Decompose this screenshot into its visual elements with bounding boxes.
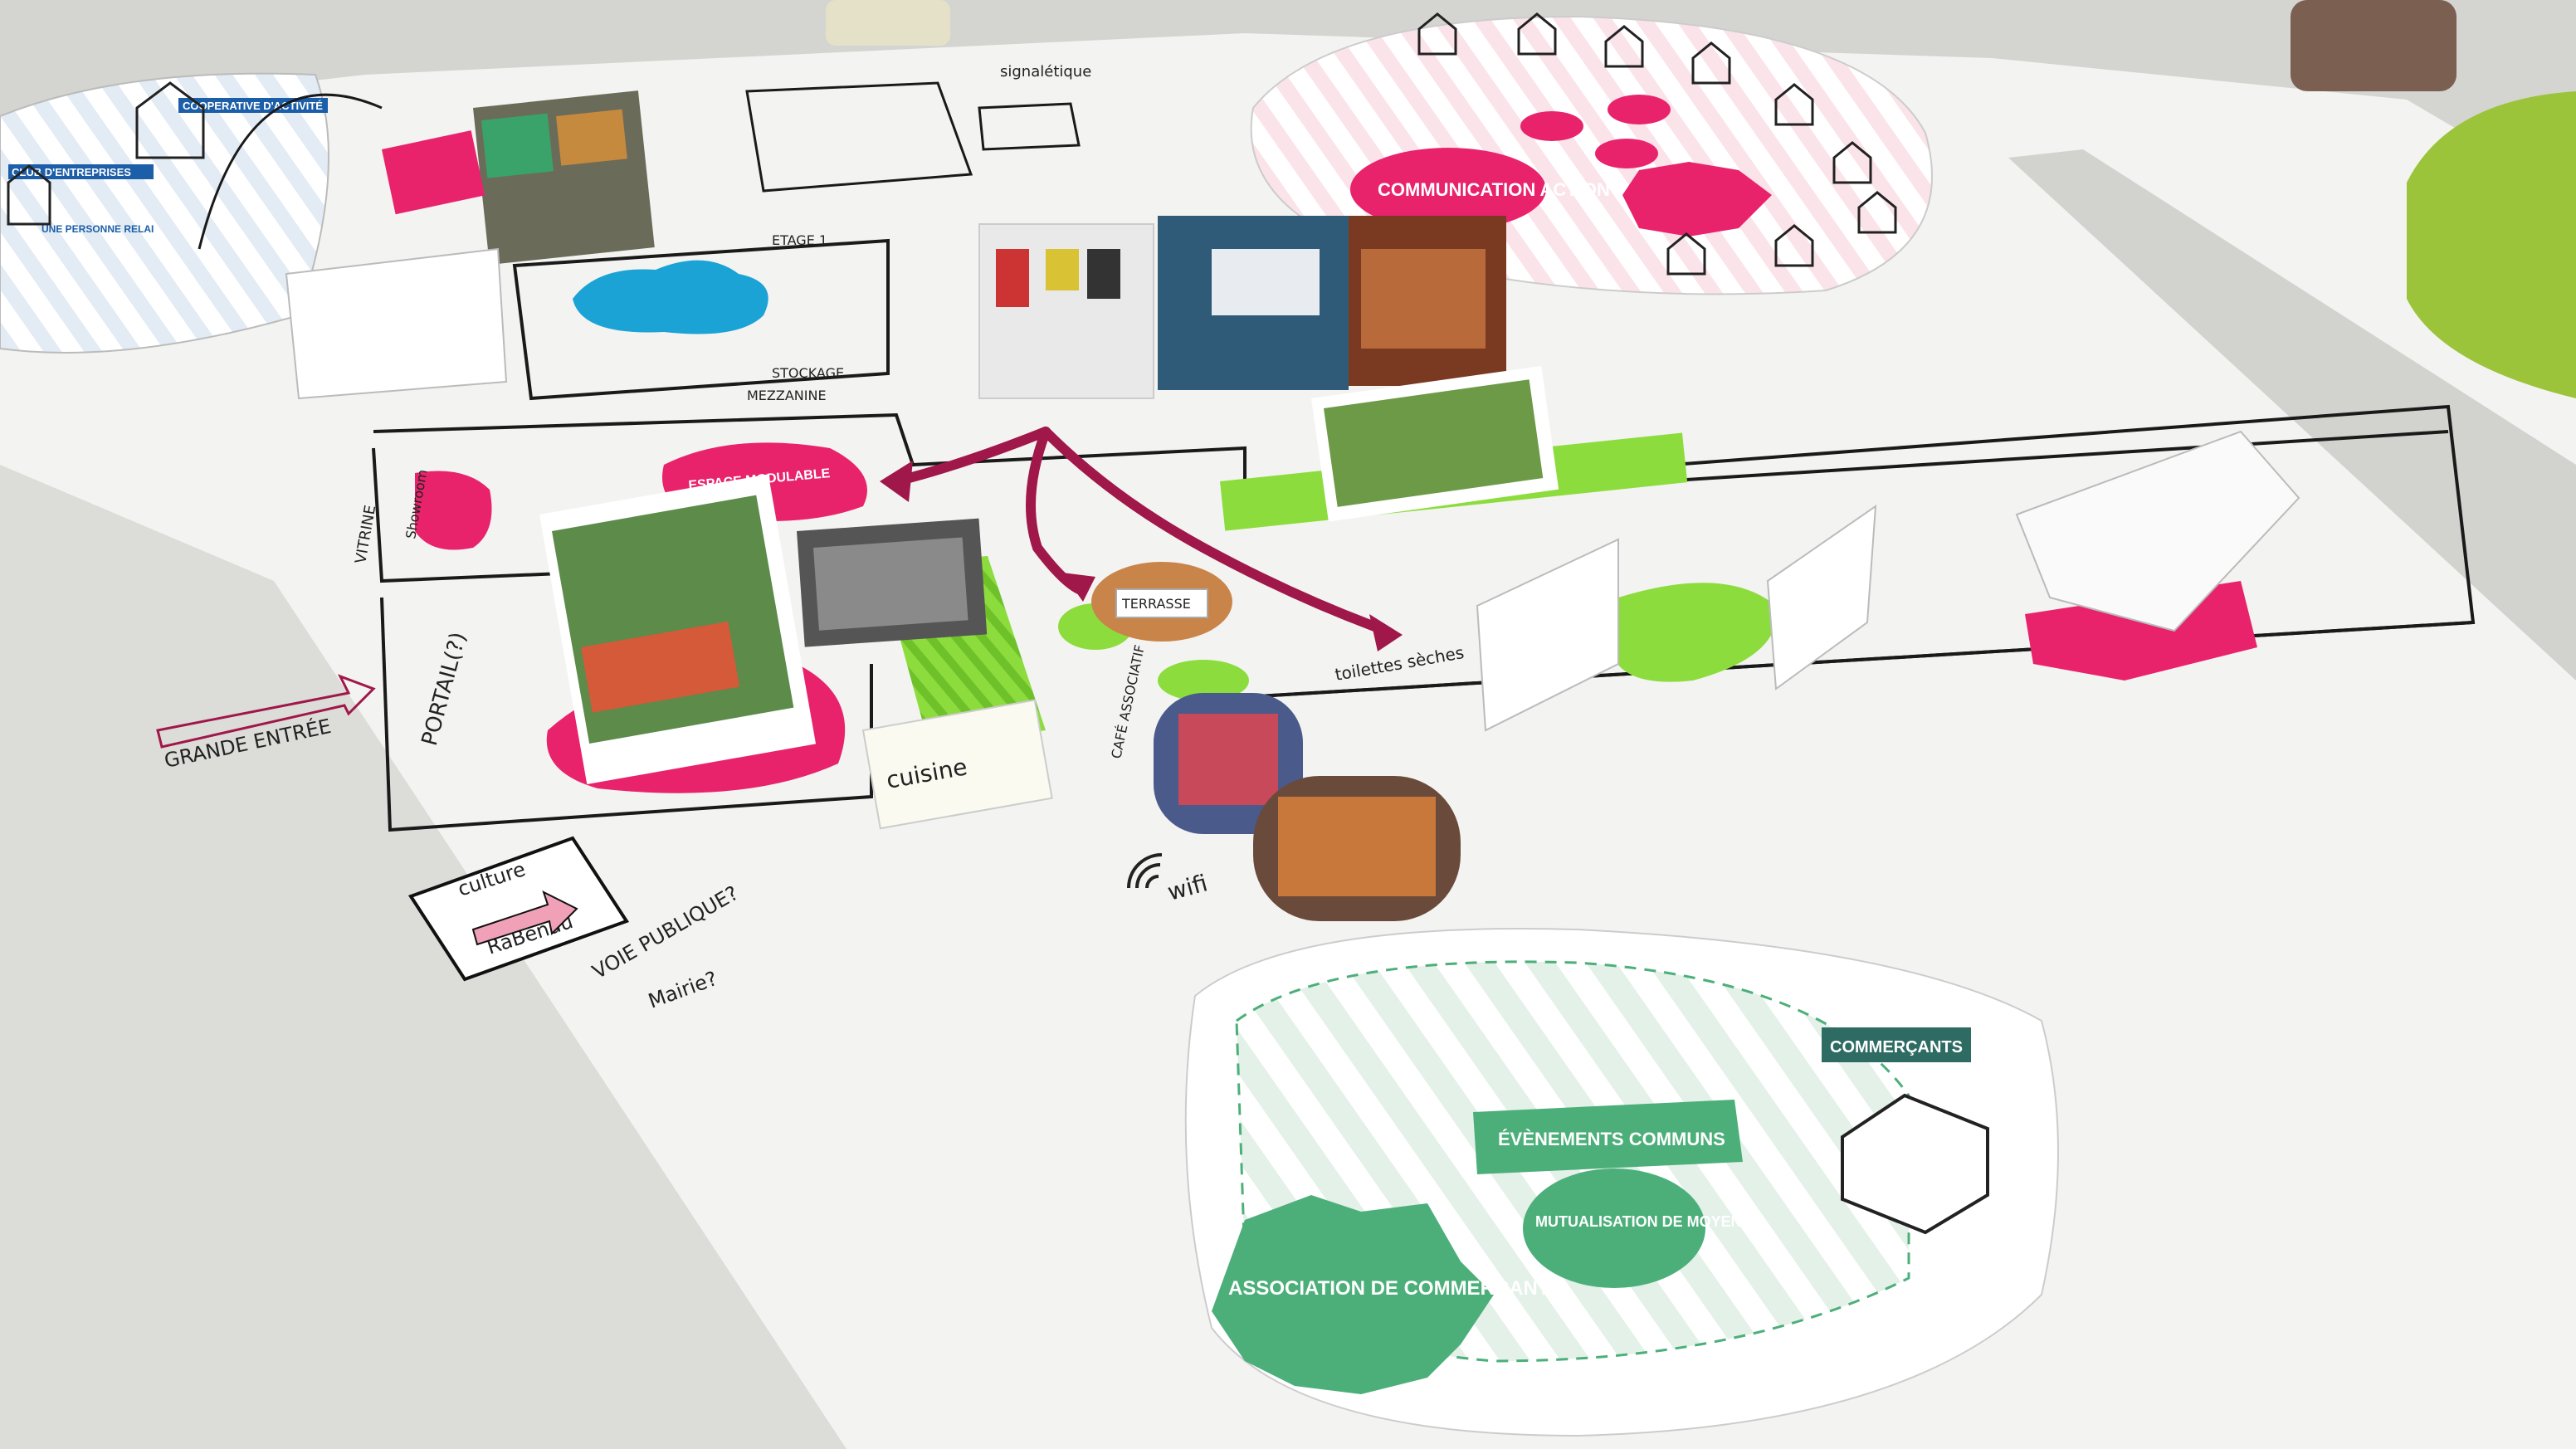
etage-label: ETAGE 1 — [772, 232, 827, 248]
communication-label: COMMUNICATION ACTION — [1378, 179, 1610, 200]
blue-cloud — [573, 260, 768, 334]
photo-cards — [382, 90, 1559, 921]
grande-entree-arrow — [156, 674, 376, 749]
paper-standees — [285, 247, 2300, 732]
showroom-blob — [415, 471, 492, 550]
relai-label: UNE PERSONNE RELAI — [41, 223, 154, 235]
mezzanine-label: MEZZANINE — [747, 388, 827, 403]
wifi-icon — [1127, 853, 1163, 889]
lime-blob — [1610, 583, 1777, 682]
stockage-label: STOCKAGE — [772, 365, 844, 381]
arrowhead-mid — [1062, 573, 1095, 602]
cooperative-sticker: COOPERATIVE D'ACTIVITÉ CLUB D'ENTREPRISE… — [0, 72, 329, 354]
lime-cafe — [1158, 660, 1249, 701]
mutualisation-label: MUTUALISATION DE MOYENS — [1535, 1213, 1752, 1230]
street-right — [2008, 149, 2576, 681]
commercants-sticker: COMMERÇANTS ÉVÈNEMENTS COMMUNS MUTUALISA… — [1184, 928, 2059, 1437]
cup-top — [826, 0, 950, 46]
signaletique-label: signalétique — [1000, 63, 1091, 80]
arrowhead-right — [1369, 614, 1403, 651]
flow-arrows — [891, 427, 1391, 636]
kitchen-card: cuisine — [861, 699, 1053, 830]
evenements-label: ÉVÈNEMENTS COMMUNS — [1498, 1129, 1725, 1149]
arrowhead-left — [880, 461, 913, 502]
association-label: ASSOCIATION DE COMMERÇANTS — [1228, 1277, 1564, 1300]
terrasse-tag-bg — [1115, 588, 1208, 618]
glass-jar — [2291, 0, 2456, 91]
green-bag — [2407, 91, 2576, 398]
commercants-tag-label: COMMERÇANTS — [1830, 1038, 1963, 1056]
floor-plan — [198, 81, 2476, 832]
street-left — [0, 465, 846, 1449]
terrasse-label: TERRASSE — [1121, 596, 1191, 612]
